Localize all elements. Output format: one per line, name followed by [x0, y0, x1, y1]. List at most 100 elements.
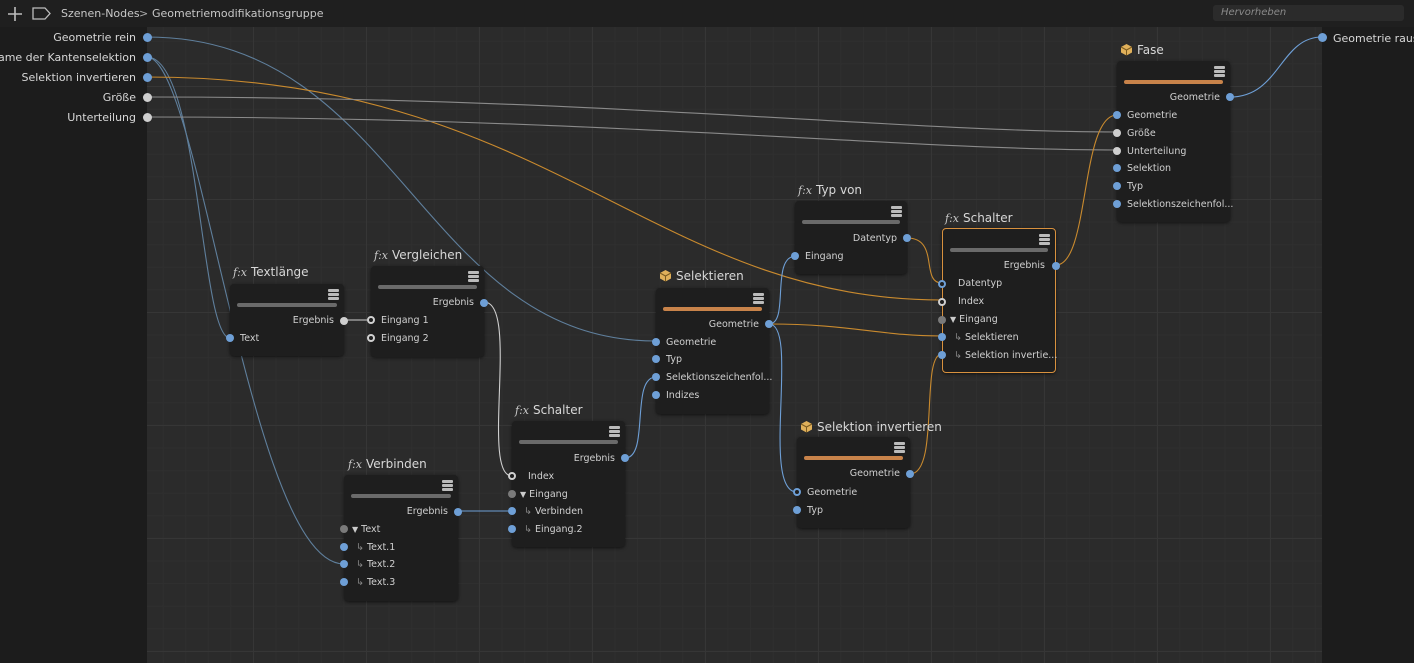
port-label: ↳Selektieren: [954, 332, 1019, 343]
group-input-groesse: Größe: [102, 91, 136, 104]
function-icon: f:x: [374, 249, 388, 262]
port-label: Geometrie: [666, 337, 717, 348]
input-port[interactable]: [652, 355, 660, 363]
port-label: ↳Text.1: [356, 542, 396, 553]
input-port[interactable]: [652, 338, 660, 346]
node-selektion-invertieren[interactable]: Geometrie Geometrie Typ: [793, 437, 914, 528]
input-port[interactable]: [508, 472, 516, 480]
menu-icon[interactable]: [468, 271, 479, 282]
port-label: Typ: [666, 354, 682, 365]
output-port[interactable]: [903, 234, 911, 242]
breadcrumb-root[interactable]: Szenen-Nodes: [61, 7, 140, 20]
tag-icon[interactable]: [32, 7, 52, 20]
input-port[interactable]: [340, 525, 348, 533]
node-vergleichen[interactable]: Ergebnis Eingang 1 Eingang 2: [367, 266, 488, 357]
input-port[interactable]: [1113, 164, 1121, 172]
port-label: Geometrie: [1127, 110, 1178, 121]
input-port[interactable]: [1113, 111, 1121, 119]
output-port[interactable]: [1052, 262, 1060, 270]
menu-icon[interactable]: [1214, 66, 1225, 77]
menu-icon[interactable]: [328, 289, 339, 300]
breadcrumb-current[interactable]: Geometriemodifikationsgruppe: [152, 7, 324, 20]
group-input-port[interactable]: [143, 93, 152, 102]
menu-icon[interactable]: [894, 442, 905, 453]
output-port[interactable]: [906, 470, 914, 478]
input-port[interactable]: [1113, 200, 1121, 208]
node-fase[interactable]: Geometrie Geometrie Größe Unterteilung S…: [1113, 61, 1234, 222]
input-port[interactable]: [340, 543, 348, 551]
port-label: ▼Text: [352, 524, 381, 535]
input-port[interactable]: [367, 316, 375, 324]
input-port[interactable]: [340, 578, 348, 586]
input-port[interactable]: [938, 316, 946, 324]
wire: [768, 323, 943, 337]
node-title-fase[interactable]: Fase: [1120, 43, 1164, 57]
port-label: ▼Eingang: [520, 489, 568, 500]
port-label: Unterteilung: [1127, 146, 1187, 157]
highlight-search-input[interactable]: Hervorheben: [1213, 5, 1404, 21]
output-port[interactable]: [765, 320, 773, 328]
collapse-arrow-icon[interactable]: ▼: [352, 525, 359, 534]
node-selektieren[interactable]: Geometrie Geometrie Typ Selektionszeiche…: [652, 288, 773, 414]
group-outputs-panel: [1322, 27, 1414, 663]
wire: [909, 353, 943, 475]
input-port[interactable]: [652, 391, 660, 399]
menu-icon[interactable]: [1039, 234, 1050, 245]
node-verbinden[interactable]: Ergebnis ▼Text ↳Text.1 ↳Text.2 ↳Text.3: [340, 475, 462, 601]
group-input-port[interactable]: [143, 73, 152, 82]
group-input-port[interactable]: [143, 113, 152, 122]
input-port[interactable]: [340, 560, 348, 568]
node-schalter-2[interactable]: Ergebnis Datentyp Index ▼Eingang ↳Selekt…: [938, 228, 1060, 373]
input-port[interactable]: [938, 333, 946, 341]
input-port[interactable]: [508, 507, 516, 515]
input-port[interactable]: [938, 280, 946, 288]
input-port[interactable]: [226, 334, 234, 342]
input-port[interactable]: [1113, 147, 1121, 155]
add-icon[interactable]: [7, 6, 23, 22]
input-port[interactable]: [938, 298, 946, 306]
input-port[interactable]: [1113, 182, 1121, 190]
input-port[interactable]: [793, 506, 801, 514]
output-port[interactable]: [454, 508, 462, 516]
output-port[interactable]: [1226, 93, 1234, 101]
menu-icon[interactable]: [753, 293, 764, 304]
group-input-port[interactable]: [143, 33, 152, 42]
input-port[interactable]: [791, 252, 799, 260]
port-label: ▼Eingang: [950, 314, 998, 325]
wire: [146, 36, 657, 342]
port-label: Ergebnis: [292, 315, 334, 326]
output-port[interactable]: [480, 299, 488, 307]
group-output-port[interactable]: [1318, 33, 1327, 42]
input-port[interactable]: [367, 334, 375, 342]
input-port[interactable]: [938, 351, 946, 359]
port-label: Datentyp: [852, 233, 897, 244]
menu-icon[interactable]: [442, 480, 453, 491]
input-port[interactable]: [508, 525, 516, 533]
menu-icon[interactable]: [891, 206, 902, 217]
node-title-selektion-invertieren[interactable]: Selektion invertieren: [800, 420, 942, 434]
port-label: Geometrie: [1169, 92, 1220, 103]
wire: [768, 323, 798, 493]
collapse-arrow-icon[interactable]: ▼: [950, 315, 957, 324]
input-port[interactable]: [508, 490, 516, 498]
node-title-selektieren[interactable]: Selektieren: [659, 269, 744, 283]
port-label: ↳Verbinden: [524, 506, 584, 517]
output-port[interactable]: [621, 454, 629, 462]
node-typ-von[interactable]: Datentyp Eingang: [791, 201, 911, 274]
node-textlaenge[interactable]: Ergebnis Text: [226, 284, 348, 356]
port-label: Ergebnis: [432, 297, 474, 308]
output-port[interactable]: [340, 317, 348, 325]
input-port[interactable]: [793, 488, 801, 496]
node-schalter-1[interactable]: Ergebnis Index ▼Eingang ↳Verbinden ↳Eing…: [508, 421, 629, 547]
group-input-port[interactable]: [143, 53, 152, 62]
menu-icon[interactable]: [609, 426, 620, 437]
collapse-arrow-icon[interactable]: ▼: [520, 490, 527, 499]
input-port[interactable]: [652, 373, 660, 381]
input-port[interactable]: [1113, 129, 1121, 137]
